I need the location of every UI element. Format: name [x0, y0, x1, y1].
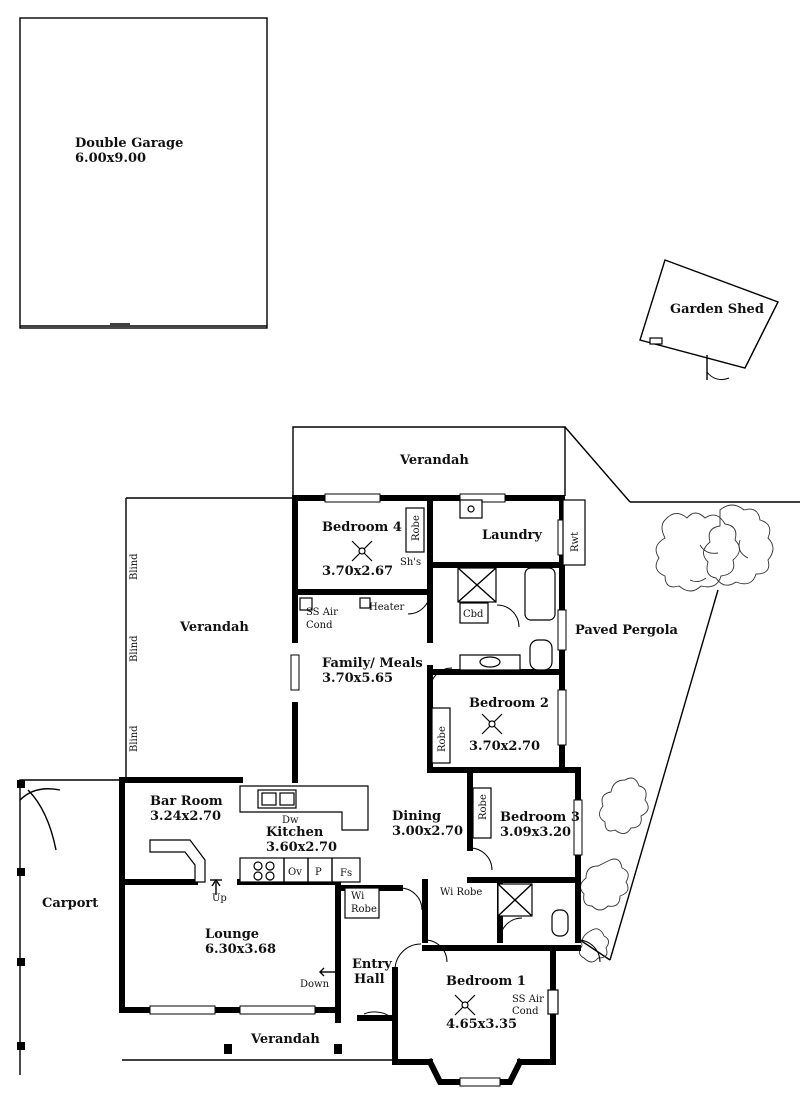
fixtures: Robe Sh's Rwt Cbd Robe Robe SS Air Cond … [149, 499, 586, 1017]
family-label: Family/ Meals [322, 656, 423, 671]
ss-air-bed1-2: Cond [512, 1006, 539, 1017]
ss-air-family-1: SS Air [306, 607, 338, 618]
lounge-size: 6.30x3.68 [205, 942, 276, 957]
ss-air-family-2: Cond [306, 620, 333, 631]
verandah-left-label: Verandah [179, 620, 249, 635]
kitchen-size: 3.60x2.70 [266, 840, 337, 855]
bedroom1-size: 4.65x3.35 [446, 1017, 517, 1032]
family-size: 3.70x5.65 [322, 671, 393, 686]
pantry-label: P [315, 867, 322, 878]
blind-label-2: Blind [129, 635, 140, 662]
bedroom3-size: 3.09x3.20 [500, 825, 571, 840]
verandah-bottom-label: Verandah [250, 1032, 320, 1047]
bedroom1-label: Bedroom 1 [446, 974, 526, 989]
entry-label: Entry [352, 957, 392, 972]
bedroom4-size: 3.70x2.67 [322, 564, 393, 579]
wi-robe-bed1-label: Wi Robe [440, 887, 482, 898]
wi-robe-entry-1: Wi [351, 891, 364, 902]
blind-label-3: Blind [129, 725, 140, 752]
blind-label-1: Blind [129, 553, 140, 580]
ss-air-bed1-1: SS Air [512, 994, 544, 1005]
robe-bed2-label: Robe [437, 726, 448, 752]
room-labels: Bedroom 4 3.70x2.67 Laundry Family/ Meal… [150, 520, 580, 1032]
verandah-top-label: Verandah [399, 453, 469, 468]
carport: Carport [17, 779, 120, 1075]
carport-label: Carport [42, 896, 98, 911]
dining-label: Dining [392, 809, 441, 824]
barroom-label: Bar Room [150, 794, 223, 809]
wi-robe-entry-2: Robe [351, 904, 377, 915]
robe-bed4-label: Robe [411, 515, 422, 541]
oven-label: Ov [288, 867, 302, 878]
doors [363, 591, 601, 1019]
dw-label: Dw [282, 815, 299, 826]
down-label: Down [300, 979, 330, 990]
fridge-space-label: Fs [340, 868, 352, 879]
fan-icon [351, 540, 503, 1016]
barroom-size: 3.24x2.70 [150, 809, 221, 824]
kitchen-label: Kitchen [266, 825, 324, 840]
shs-label: Sh's [400, 557, 421, 568]
pergola-label: Paved Pergola [575, 623, 679, 638]
left-verandah: Verandah Blind Blind Blind [125, 497, 293, 780]
garage-label: Double Garage [75, 136, 183, 151]
double-garage: Double Garage 6.00x9.00 [19, 17, 268, 329]
top-verandah: Verandah [292, 426, 800, 503]
dining-size: 3.00x2.70 [392, 824, 463, 839]
bottom-verandah: Verandah [122, 1032, 392, 1061]
robe-bed3-label: Robe [478, 794, 489, 820]
bedroom4-label: Bedroom 4 [322, 520, 402, 535]
up-label: Up [212, 893, 227, 904]
lounge-label: Lounge [205, 927, 259, 942]
tree-icon [579, 504, 774, 963]
bedroom2-size: 3.70x2.70 [469, 739, 540, 754]
heater-label: Heater [369, 602, 405, 613]
garage-size: 6.00x9.00 [75, 151, 146, 166]
cbd-label: Cbd [463, 609, 484, 620]
rwt-label: Rwt [570, 532, 581, 552]
laundry-label: Laundry [482, 528, 542, 543]
windows [149, 493, 583, 1087]
bedroom3-label: Bedroom 3 [500, 810, 580, 825]
hall-label: Hall [354, 972, 385, 987]
shed-label: Garden Shed [670, 302, 764, 317]
bedroom2-label: Bedroom 2 [469, 696, 549, 711]
paved-pergola: Paved Pergola [575, 504, 774, 963]
garden-shed: Garden Shed [639, 259, 779, 381]
